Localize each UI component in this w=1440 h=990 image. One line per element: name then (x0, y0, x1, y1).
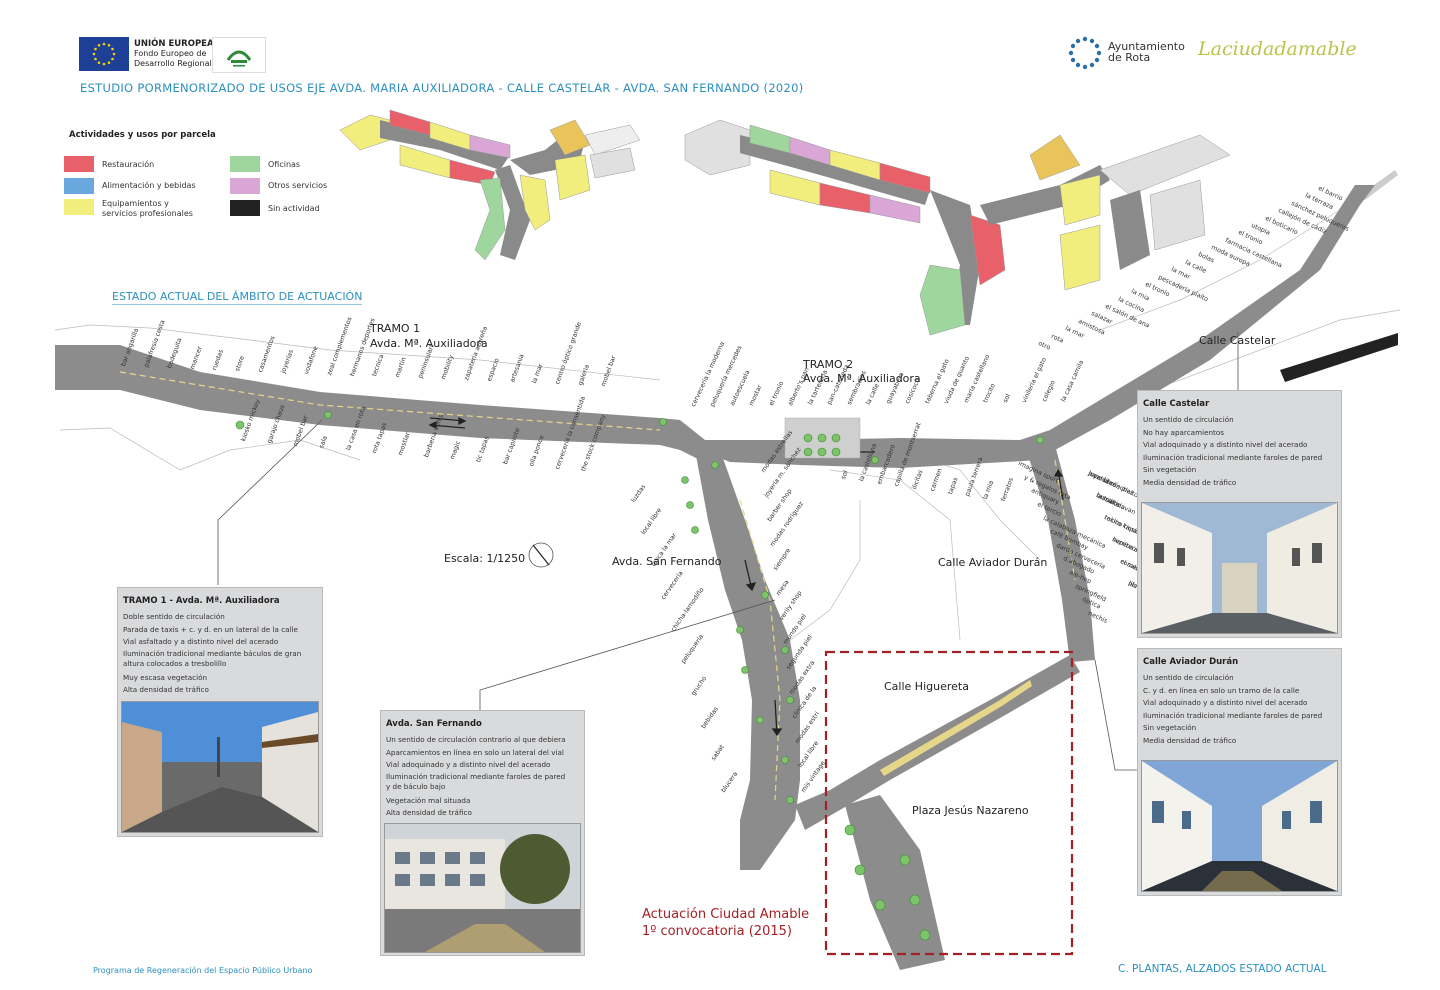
label-calle-castelar: Calle Castelar (1199, 334, 1276, 347)
info-box-san-fernando: Avda. San Fernando Un sentido de circula… (380, 710, 585, 956)
info-line: Sin vegetación (1143, 465, 1197, 474)
info-line: C. y d. en línea en solo un tramo de la … (1143, 685, 1300, 695)
legend-swatch (64, 178, 94, 194)
legend-swatch (230, 156, 260, 172)
junta-andalucia-logo (212, 37, 266, 73)
info-line: Doble sentido de circulación (123, 612, 225, 621)
label-tramo1-street: Avda. Mª. Auxiliadora (370, 337, 488, 350)
legend-item-otros: Otros servicios (230, 178, 327, 194)
label-plaza-jesus-nazareno: Plaza Jesús Nazareno (912, 804, 1029, 817)
legend-item-restauracion: Restauración (64, 156, 154, 172)
footer-sheet-title: C. PLANTAS, ALZADOS ESTADO ACTUAL (1118, 963, 1327, 975)
legend-swatch (230, 200, 260, 216)
info-line: Iluminación tradicional mediante faroles… (1143, 710, 1323, 720)
label-aviador-duran: Calle Aviador Durán (938, 556, 1048, 569)
label-san-fernando: Avda. San Fernando (612, 555, 722, 568)
label-tramo2: TRAMO 2 (803, 358, 854, 371)
legend-title: Actividades y usos por parcela (69, 130, 216, 140)
axonometric-view-right (684, 119, 1231, 336)
rota-logo-icon (1068, 36, 1102, 74)
legend-item-alimentacion: Alimentación y bebidas (64, 178, 196, 194)
info-line: Vegetación mal situada (386, 795, 471, 805)
info-line: Un sentido de circulación (1143, 415, 1234, 424)
info-line: Vial adoquinado y a distinto nivel del a… (1143, 440, 1308, 449)
axonometric-view-left (339, 109, 641, 261)
info-box-title: Avda. San Fernando (386, 719, 482, 729)
info-line: Media densidad de tráfico (1143, 735, 1237, 745)
label-tramo2-street: Avda. Mª. Auxiliadora (803, 372, 921, 385)
scale-label: Escala: 1/1250 (444, 552, 526, 565)
info-line: Un sentido de circulación contrario al q… (386, 735, 566, 744)
legend-item-oficinas: Oficinas (230, 156, 300, 172)
legend-swatch (230, 178, 260, 194)
ciudad-amable-logo: Laciudadamable (1198, 38, 1357, 60)
info-line: Vial adoquinado y a distinto nivel del a… (1143, 698, 1308, 707)
info-line: Parada de taxis + c. y d. en un lateral … (123, 624, 298, 634)
legend-item-sin-actividad: Sin actividad (230, 200, 320, 216)
info-line: Un sentido de circulación (1143, 673, 1234, 682)
street-photo-castelar (1141, 502, 1338, 634)
info-line: Vial asfaltado y a distinto nivel del ac… (123, 637, 279, 646)
info-line: Aparcamientos en línea en solo un latera… (386, 747, 564, 757)
street-photo-san-fernando (384, 823, 581, 953)
footer-program: Programa de Regeneración del Espacio Púb… (93, 966, 313, 975)
eu-fund-text: UNIÓN EUROPEA Fondo Europeo de Desarroll… (134, 39, 214, 68)
info-line: No hay aparcamientos (1143, 427, 1225, 437)
info-box-castelar: Calle Castelar Un sentido de circulación… (1137, 390, 1342, 638)
info-box-tramo1: TRAMO 1 - Avda. Mª. Auxiliadora Doble se… (117, 587, 323, 837)
street-photo-aviador-duran (1141, 760, 1338, 892)
info-line: Iluminación tradicional mediante báculos… (123, 648, 302, 668)
info-line: Vial adoquinado y a distinto nivel del a… (386, 760, 551, 769)
eu-flag-logo (79, 37, 129, 71)
info-line: Muy escasa vegetación (123, 672, 208, 682)
info-box-title: Calle Castelar (1143, 399, 1210, 409)
legend-swatch (64, 156, 94, 172)
info-box-title: Calle Aviador Durán (1143, 657, 1239, 667)
info-box-aviador-duran: Calle Aviador Durán Un sentido de circul… (1137, 648, 1342, 896)
street-photo-tramo1 (121, 701, 319, 833)
study-title: ESTUDIO PORMENORIZADO DE USOS EJE AVDA. … (80, 81, 804, 95)
section-title: ESTADO ACTUAL DEL ÁMBITO DE ACTUACIÓN (112, 290, 363, 305)
info-box-title: TRAMO 1 - Avda. Mª. Auxiliadora (123, 596, 280, 606)
info-line: Media densidad de tráfico (1143, 477, 1237, 487)
info-line: Iluminación tradicional mediante faroles… (386, 771, 566, 791)
info-line: Iluminación tradicional mediante faroles… (1143, 452, 1323, 462)
info-line: Alta densidad de tráfico (386, 808, 472, 817)
info-line: Alta densidad de tráfico (123, 685, 209, 694)
info-line: Sin vegetación (1143, 723, 1197, 732)
label-calle-higuereta: Calle Higuereta (884, 680, 969, 693)
label-tramo1: TRAMO 1 (370, 322, 421, 335)
legend-swatch (64, 199, 94, 215)
legend-item-equipamientos: Equipamientos y servicios profesionales (64, 199, 214, 219)
